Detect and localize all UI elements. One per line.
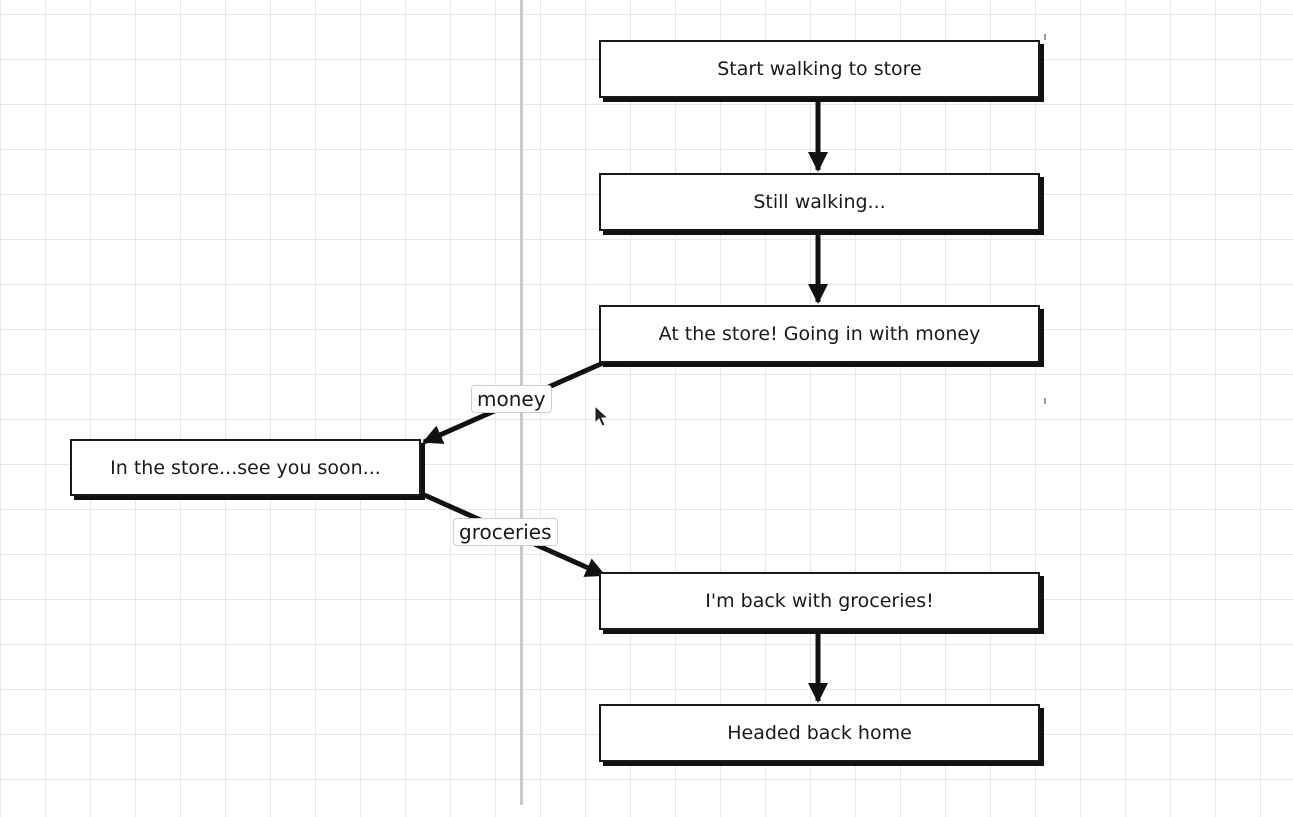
node-at-store[interactable]: At the store! Going in with money [599,305,1040,363]
edge-label-groceries[interactable]: groceries [453,518,558,546]
mouse-cursor-icon [594,405,610,427]
node-back-with-groceries[interactable]: I'm back with groceries! [599,572,1040,630]
canvas-corner-mark [1044,34,1046,40]
node-start-label: Start walking to store [717,58,922,80]
node-in-store-label: In the store...see you soon... [110,456,381,479]
node-still-walking-label: Still walking... [753,191,886,213]
node-back-with-groceries-label: I'm back with groceries! [705,590,934,612]
node-headed-home-label: Headed back home [727,722,912,744]
node-still-walking[interactable]: Still walking... [599,173,1040,231]
node-in-store[interactable]: In the store...see you soon... [70,439,421,496]
node-at-store-label: At the store! Going in with money [658,323,981,345]
node-start[interactable]: Start walking to store [599,40,1040,98]
canvas-edge-mark [1044,398,1046,404]
node-headed-home[interactable]: Headed back home [599,704,1040,762]
edge-label-money[interactable]: money [471,385,552,413]
